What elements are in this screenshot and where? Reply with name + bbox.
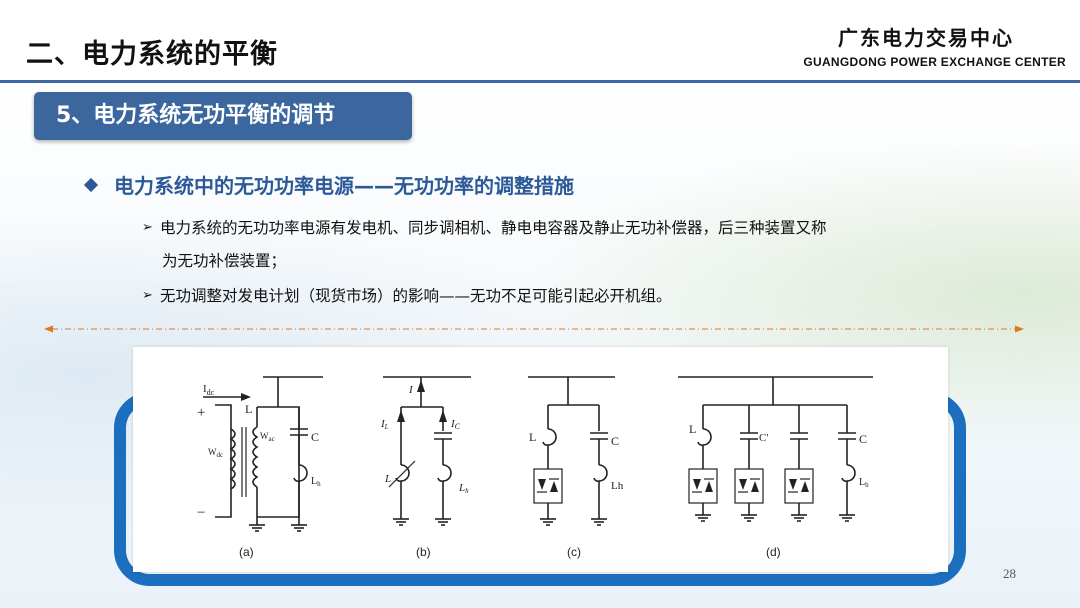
svg-text:L: L — [384, 473, 391, 485]
bullet-text-1-continued: 为无功补偿装置； — [162, 252, 287, 270]
topic-heading-text: 电力系统中的无功功率电源——无功功率的调整措施 — [114, 174, 574, 198]
svg-text:Idc: Idc — [203, 383, 215, 397]
dash-dot-divider — [44, 325, 1024, 333]
page-number: 28 — [1003, 566, 1016, 581]
org-brand: 广东电力交易中心 GUANGDONG POWER EXCHANGE CENTER — [803, 22, 1066, 69]
arrow-bullet-icon: ➢ — [142, 288, 153, 303]
svg-text:Lh: Lh — [311, 476, 321, 488]
bullet-text-1: 电力系统的无功功率电源有发电机、同步调相机、静电电容器及静止无功补偿器，后三种装… — [160, 219, 827, 237]
subsection-badge: 5、电力系统无功平衡的调节 — [34, 92, 412, 140]
svg-text:Lh: Lh — [611, 480, 624, 492]
svg-text:Wac: Wac — [260, 431, 275, 443]
diagram-b: I IL L IC Lh — [380, 376, 471, 526]
figure-label-b: (b) — [416, 545, 431, 559]
topic-heading: 电力系统中的无功功率电源——无功功率的调整措施 — [83, 170, 574, 199]
svg-text:Wdc: Wdc — [208, 447, 223, 459]
svg-text:C: C — [859, 432, 867, 446]
svg-text:C': C' — [759, 432, 768, 444]
diagram-d: L C' C — [678, 376, 873, 522]
svg-text:−: − — [197, 505, 205, 521]
bullet-item-2: ➢ 无功调整对发电计划（现货市场）的影响——无功不足可能引起必开机组。 — [142, 280, 672, 312]
svg-text:Lh: Lh — [458, 482, 469, 495]
bullet-text-2: 无功调整对发电计划（现货市场）的影响——无功不足可能引起必开机组。 — [160, 287, 672, 305]
svg-text:L: L — [245, 402, 252, 416]
svg-text:L: L — [689, 422, 696, 436]
circuit-diagrams: Idc + − Wdc L Wac C Lh — [197, 376, 873, 532]
svg-text:C: C — [611, 434, 619, 448]
svg-text:Lh: Lh — [859, 477, 869, 489]
svg-text:I: I — [408, 384, 414, 396]
bullet-item-1: ➢ 电力系统的无功功率电源有发电机、同步调相机、静电电容器及静止无功补偿器，后三… — [142, 212, 962, 244]
svg-text:C: C — [311, 430, 319, 444]
svg-text:IC: IC — [450, 418, 461, 431]
svg-text:L: L — [529, 430, 536, 444]
figure-label-c: (c) — [567, 545, 581, 559]
figure-label-d: (d) — [766, 545, 781, 559]
section-title: 二、电力系统的平衡 — [26, 39, 278, 70]
svc-circuit-figure: Idc + − Wdc L Wac C Lh — [133, 347, 948, 572]
org-name-en: GUANGDONG POWER EXCHANGE CENTER — [803, 55, 1066, 69]
svg-text:+: + — [197, 405, 205, 421]
org-name-cn: 广东电力交易中心 — [838, 26, 1014, 50]
header-rule — [0, 80, 1080, 83]
diamond-bullet-icon — [83, 177, 99, 192]
arrow-bullet-icon: ➢ — [142, 220, 153, 235]
figure-label-a: (a) — [239, 545, 254, 559]
svg-text:IL: IL — [380, 418, 389, 431]
diagram-c: L C Lh — [528, 376, 624, 526]
diagram-a: Idc + − Wdc L Wac C Lh — [197, 376, 323, 532]
